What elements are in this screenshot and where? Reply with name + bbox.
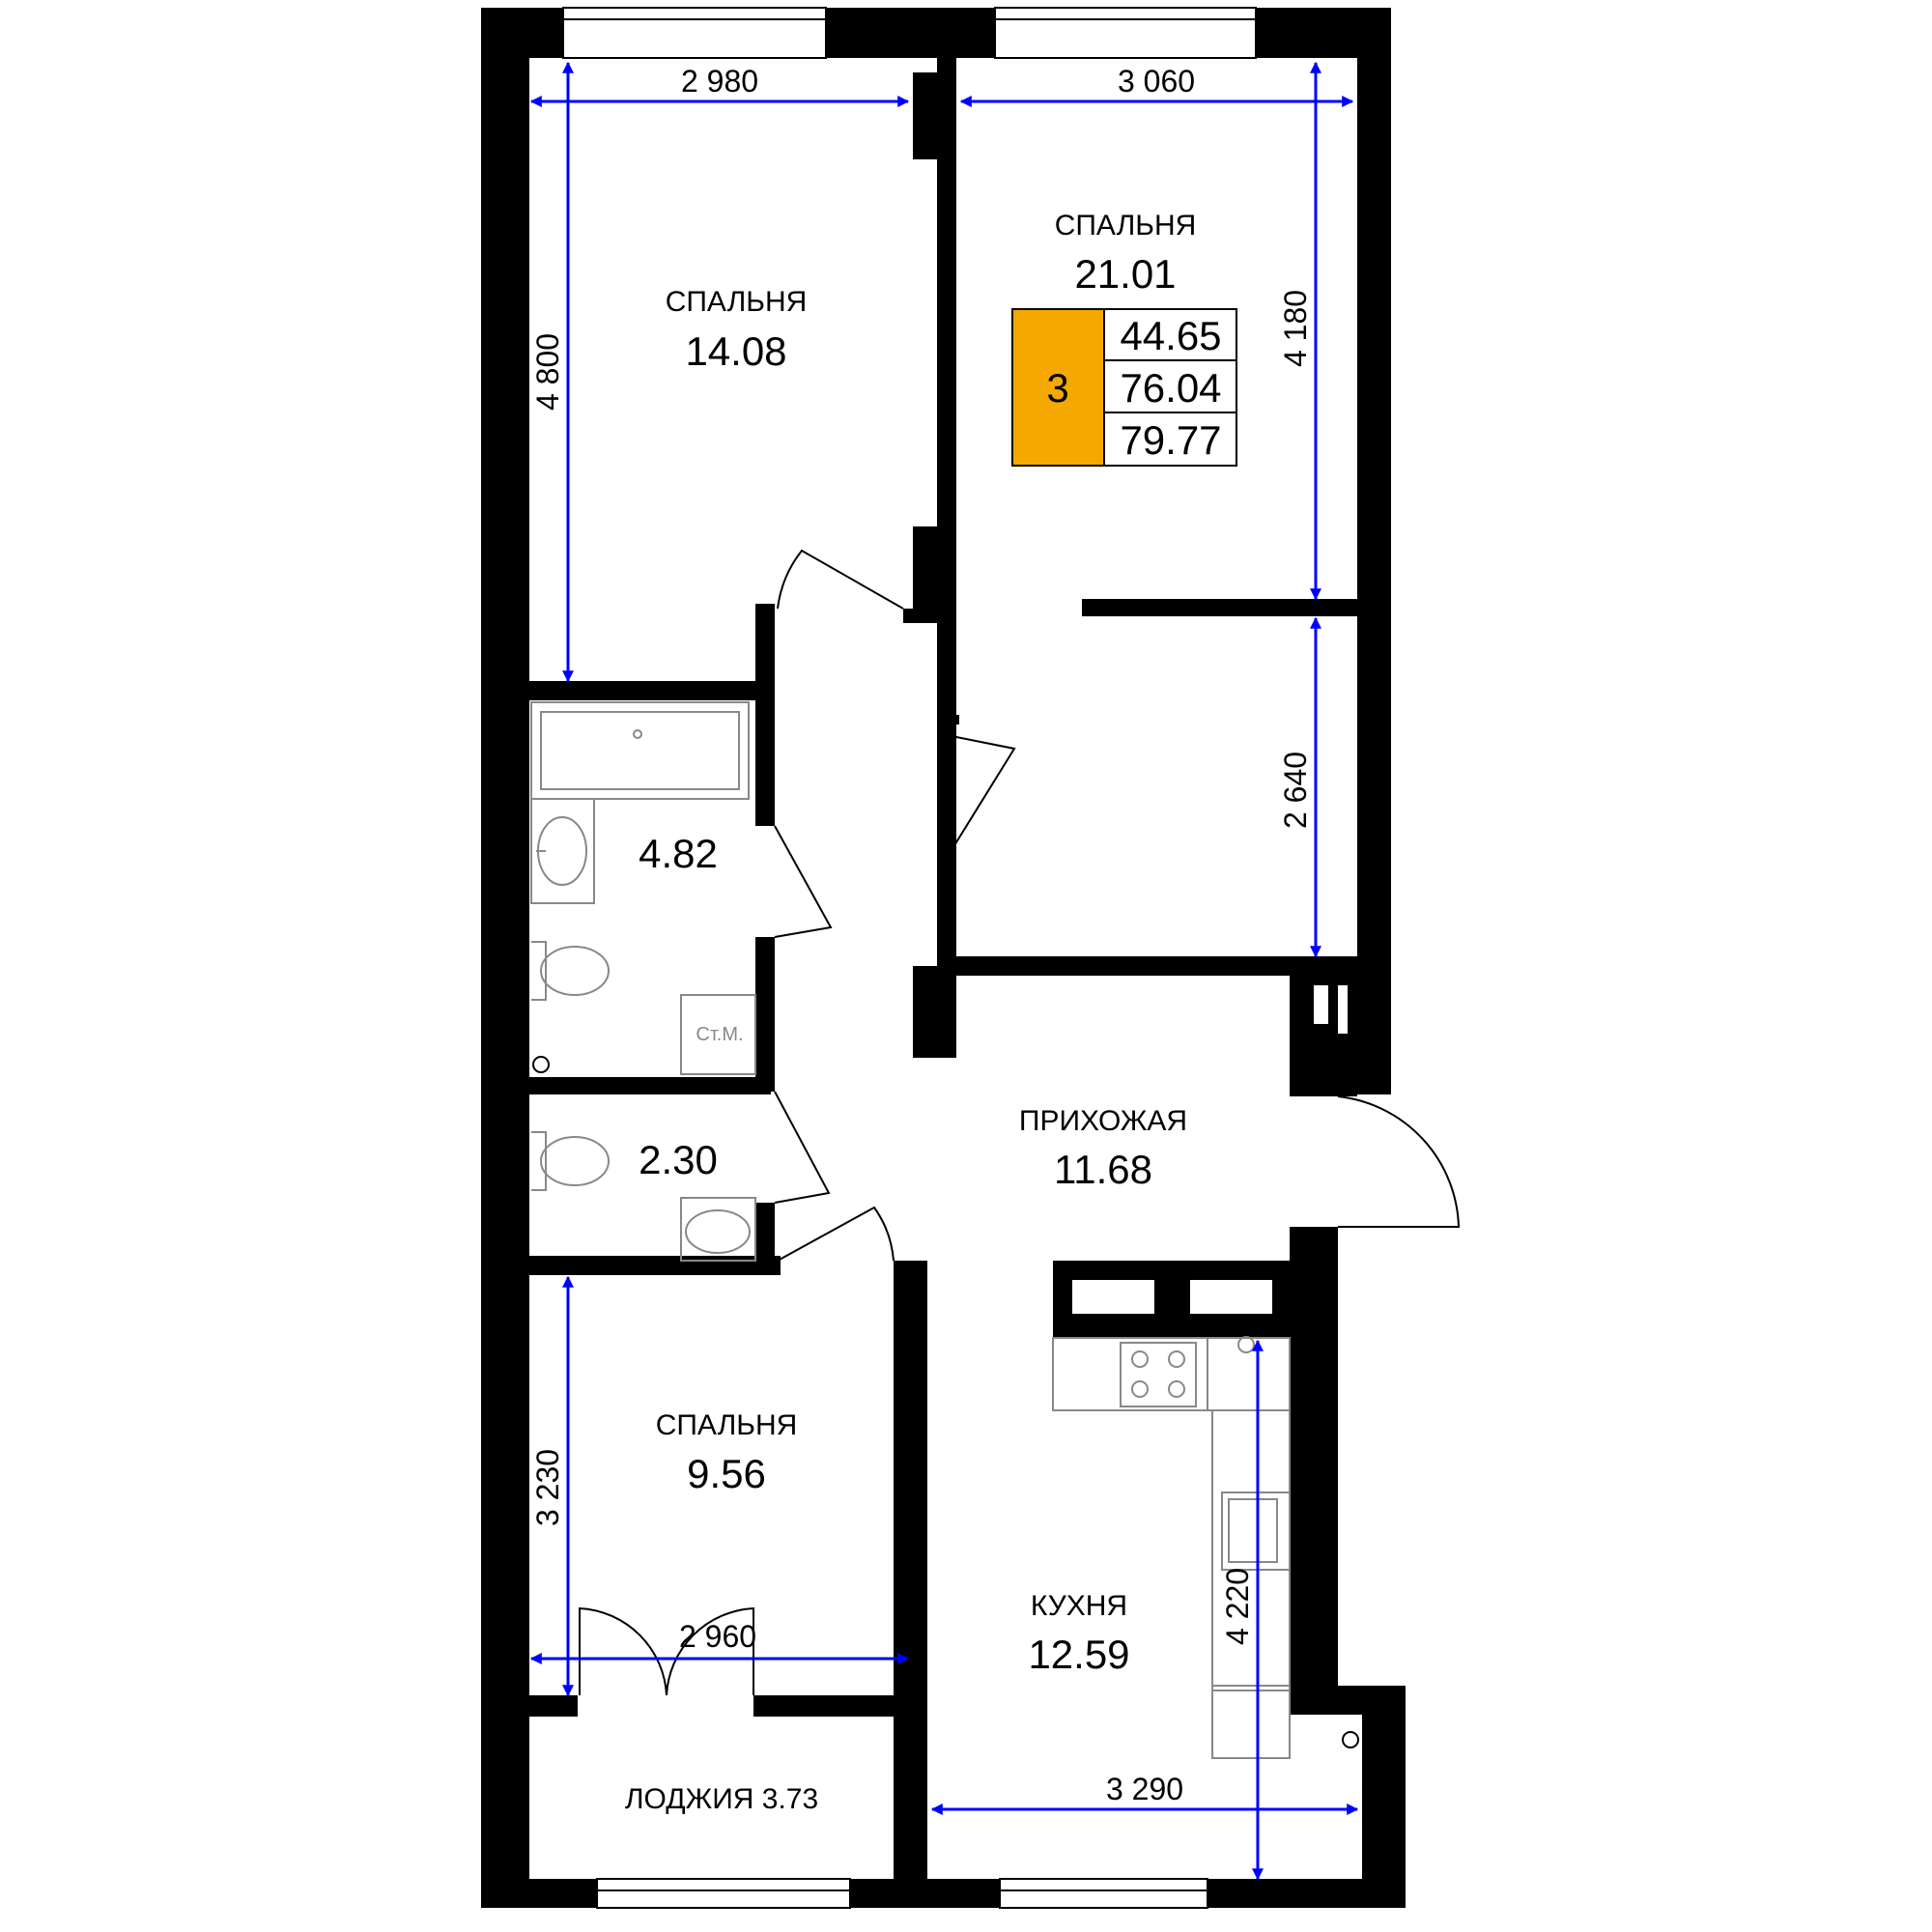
dim-bedroom-2-width: 3 060 xyxy=(1118,64,1195,99)
bedroom-3-name: СПАЛЬНЯ xyxy=(656,1409,798,1441)
area-box-1 xyxy=(1103,308,1237,361)
kitchen-area: 12.59 xyxy=(1028,1632,1129,1677)
bedroom-1-name: СПАЛЬНЯ xyxy=(666,286,808,318)
dim-kitchen-length: 4 220 xyxy=(1220,1568,1255,1645)
dim-kitchen-width: 3 290 xyxy=(1106,1772,1183,1806)
bedroom-2-name: СПАЛЬНЯ xyxy=(1055,210,1197,242)
bedroom-1-area: 14.08 xyxy=(685,328,786,374)
wall-cutouts xyxy=(570,985,1348,1314)
dim-bedroom-1-length: 4 800 xyxy=(530,333,565,411)
bath-toilet xyxy=(531,941,610,1001)
rooms-count: 3 xyxy=(1046,365,1068,411)
bathtub xyxy=(530,701,750,800)
walls xyxy=(481,8,1406,1908)
washer-label: Ст.М. xyxy=(696,1024,743,1045)
window-lines xyxy=(563,18,1256,1891)
bedroom-3-area: 9.56 xyxy=(687,1451,766,1496)
bathroom-area: 4.82 xyxy=(639,831,718,876)
riser-2 xyxy=(1313,1295,1359,1748)
rooms-count-box xyxy=(1011,308,1105,467)
washing-machine xyxy=(680,994,756,1075)
total-area-with-loggia: 79.77 xyxy=(1120,417,1221,463)
windows xyxy=(562,7,1257,1909)
total-area: 76.04 xyxy=(1120,365,1221,411)
area-box-3 xyxy=(1103,412,1237,467)
dimension-lines xyxy=(529,61,1359,1881)
living-area: 44.65 xyxy=(1120,313,1221,358)
dim-bedroom-3-length: 3 230 xyxy=(530,1449,565,1526)
kitchen-units xyxy=(1052,1336,1291,1759)
hall-area: 11.68 xyxy=(1054,1147,1152,1192)
apartment-badge: 3 44.65 76.04 79.77 xyxy=(1011,308,1237,467)
dim-bedroom-3-width: 2 960 xyxy=(679,1619,756,1654)
bedroom-2-area: 21.01 xyxy=(1074,251,1176,297)
doors xyxy=(579,549,1461,1696)
kitchen-name: КУХНЯ xyxy=(1031,1590,1127,1622)
bath-sink xyxy=(530,798,595,904)
dim-bedroom-2-length: 4 180 xyxy=(1278,290,1313,367)
area-box-2 xyxy=(1103,359,1237,413)
dim-bedroom-2-alcove: 2 640 xyxy=(1278,752,1313,829)
riser-1 xyxy=(532,1056,550,1073)
dim-bedroom-1-width: 2 980 xyxy=(681,64,758,99)
hall-name: ПРИХОЖАЯ xyxy=(1019,1105,1187,1137)
toilet-area: 2.30 xyxy=(639,1137,718,1182)
wc-sink xyxy=(680,1197,756,1262)
loggia-label: ЛОДЖИЯ 3.73 xyxy=(625,1783,818,1815)
wc-toilet xyxy=(531,1131,610,1191)
